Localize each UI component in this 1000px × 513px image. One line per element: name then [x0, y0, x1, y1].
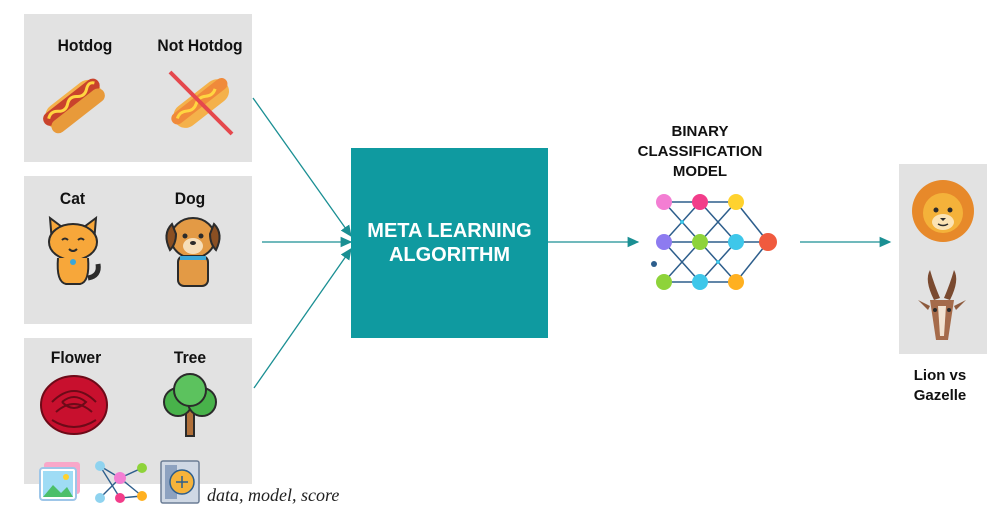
model-title-line3: MODEL — [672, 163, 728, 180]
model-icon — [95, 461, 147, 503]
algorithm-line2: ALGORITHM — [388, 244, 511, 266]
label-dog: Dog — [174, 189, 206, 208]
neural-network-icon — [651, 194, 777, 290]
model-title: BINARY CLASSIFICATION MODEL — [600, 122, 800, 182]
label-not-hotdog: Not Hotdog — [157, 36, 243, 55]
arrow-panel3-to-algorithm — [253, 247, 352, 389]
arrow-panel1-to-algorithm — [252, 97, 352, 238]
image-icon — [39, 462, 80, 501]
score-icon — [160, 460, 200, 504]
label-flower: Flower — [50, 348, 102, 367]
not-hotdog-icon — [168, 70, 234, 136]
dog-icon — [165, 217, 221, 287]
label-tree: Tree — [173, 348, 207, 367]
label-hotdog: Hotdog — [57, 36, 113, 55]
lion-icon — [912, 180, 974, 242]
result-label-line2: Gazelle — [913, 387, 967, 404]
hotdog-icon — [43, 78, 105, 134]
algorithm-line1: META LEARNING — [367, 220, 532, 242]
tree-icon — [163, 373, 217, 437]
label-cat: Cat — [59, 189, 86, 208]
flower-icon — [40, 375, 108, 435]
model-title-line1: BINARY — [671, 123, 729, 140]
result-label: Lion vs Gazelle — [880, 366, 1000, 406]
meta-learning-algorithm-box: META LEARNING ALGORITHM — [351, 148, 548, 338]
model-title-line2: CLASSIFICATION — [637, 143, 763, 160]
cat-icon — [48, 215, 101, 285]
legend-text: data, model, score — [207, 485, 340, 505]
result-label-line1: Lion vs — [913, 367, 967, 384]
gazelle-icon — [918, 270, 966, 340]
